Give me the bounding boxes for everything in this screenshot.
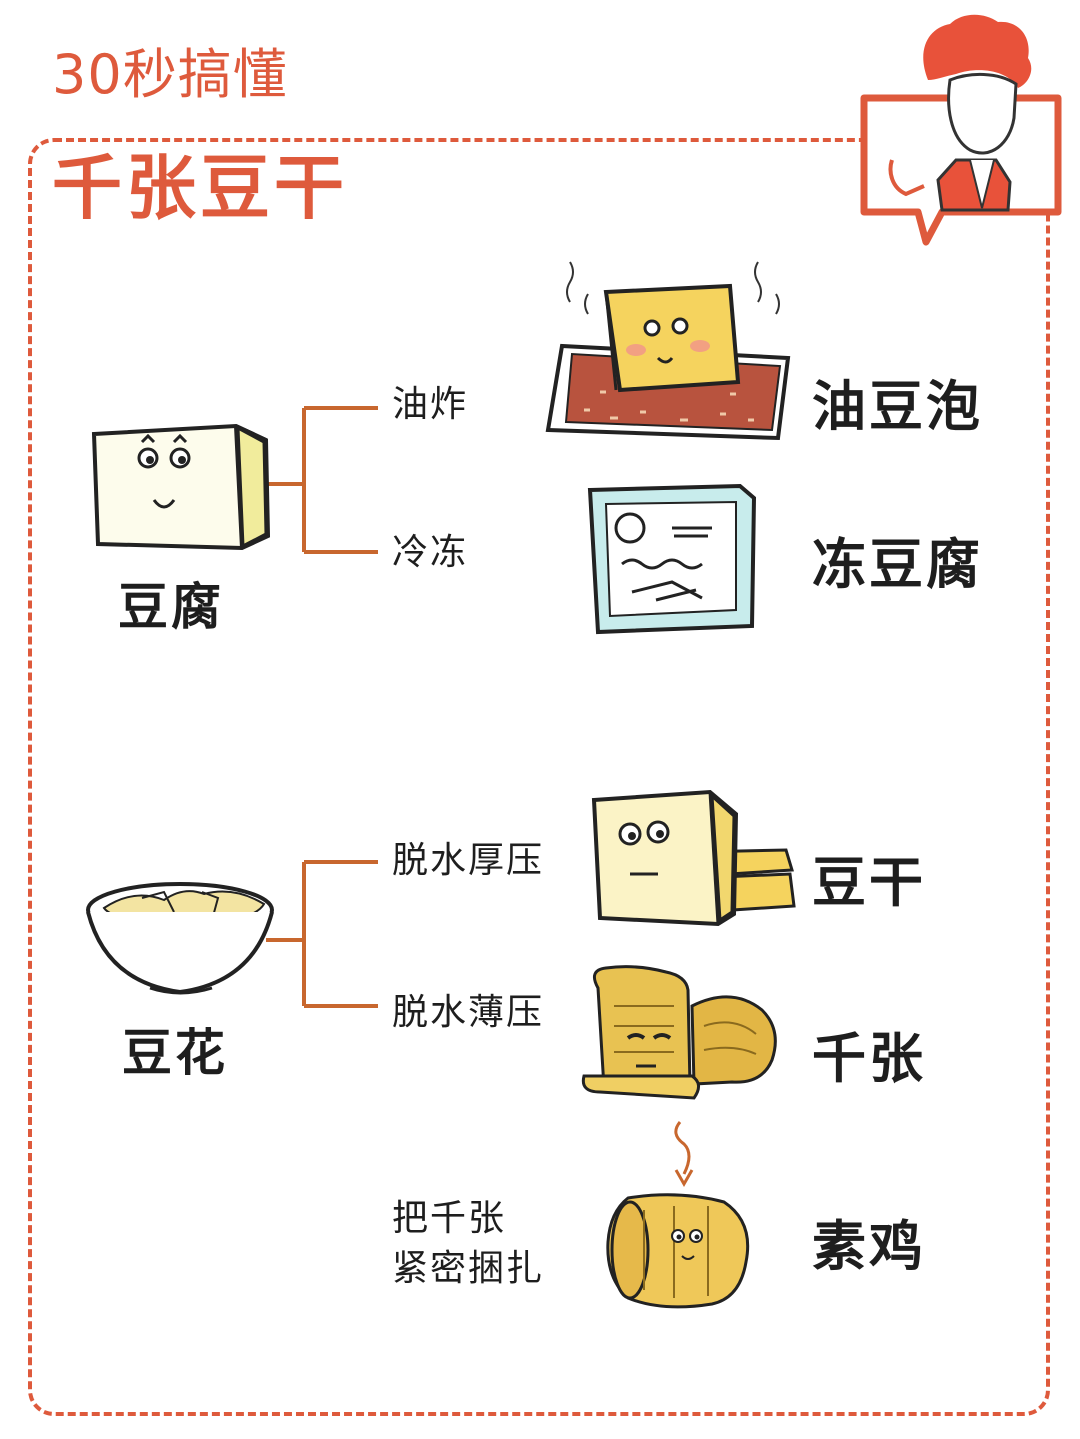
fried-tofu-puff-icon	[545, 261, 791, 441]
vegetarian-chicken-icon	[606, 1193, 750, 1309]
series-label: 30秒搞懂	[52, 43, 288, 106]
page-title: 千张豆干	[52, 150, 356, 227]
method-label-thick-press: 脱水厚压	[392, 840, 545, 881]
product-label-vegetarian-chicken: 素鸡	[812, 1215, 926, 1278]
frozen-tofu-icon	[587, 483, 757, 635]
method-label-freeze: 冷冻	[392, 532, 469, 573]
dashed-frame	[28, 138, 1050, 1416]
douhua-bowl-icon	[86, 882, 274, 995]
source-label-tofu: 豆腐	[118, 578, 224, 636]
presenter-avatar-icon	[860, 14, 1062, 246]
method-label-thin-press: 脱水薄压	[392, 992, 545, 1033]
branch-connector-tofu	[266, 406, 378, 554]
tofu-icon	[91, 423, 271, 551]
tofu-skin-roll-icon	[581, 965, 777, 1100]
product-label-tofu-skin: 千张	[812, 1027, 926, 1090]
method-label-roll-line2: 紧密捆扎	[392, 1248, 545, 1289]
down-arrow-icon	[674, 1121, 694, 1188]
method-label-fry: 油炸	[392, 384, 469, 425]
dried-tofu-icon	[591, 789, 796, 927]
branch-connector-douhua	[266, 860, 378, 1008]
source-label-douhua: 豆花	[122, 1024, 228, 1082]
method-label-roll-line1: 把千张	[392, 1198, 507, 1239]
product-label-fried-tofu: 油豆泡	[812, 375, 983, 438]
product-label-frozen-tofu: 冻豆腐	[812, 533, 983, 596]
product-label-dried-tofu: 豆干	[812, 851, 926, 914]
